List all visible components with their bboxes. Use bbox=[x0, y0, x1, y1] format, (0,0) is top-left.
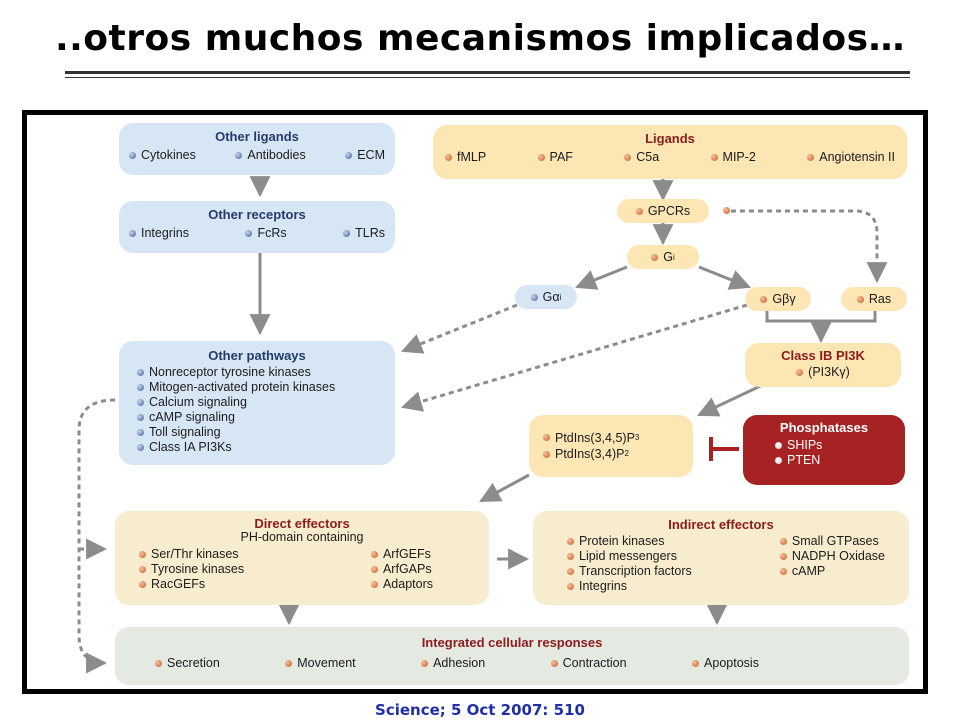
response-item: Contraction bbox=[550, 656, 627, 670]
response-item: Apoptosis bbox=[692, 656, 759, 670]
pathway-diagram: Other ligands Cytokines Antibodies ECM O… bbox=[22, 110, 928, 694]
indirect-effector-item: Transcription factors bbox=[567, 564, 692, 579]
direct-effector-item: Adaptors bbox=[370, 577, 433, 592]
gpcr-ligand-item: fMLP bbox=[445, 150, 486, 164]
pathway-item: Class IA PI3Ks bbox=[137, 440, 395, 455]
dashed-loop-left bbox=[77, 398, 116, 674]
receptor-item: FcRs bbox=[245, 226, 287, 240]
phosphatases-title: Phosphatases bbox=[779, 420, 869, 435]
other-ligands-title: Other ligands bbox=[215, 129, 299, 144]
other-receptors-title: Other receptors bbox=[208, 207, 306, 222]
pathway-item: Toll signaling bbox=[137, 425, 395, 440]
indirect-effector-item: Integrins bbox=[567, 579, 692, 594]
indirect-effector-item: NADPH Oxidase bbox=[779, 549, 885, 564]
bracket-gbg-ras bbox=[765, 311, 877, 323]
diagram-arrows bbox=[77, 176, 888, 674]
class-ib-title: Class IB PI3K bbox=[781, 348, 865, 363]
ligand-item: Cytokines bbox=[129, 148, 196, 162]
direct-effector-item: Ser/Thr kinases bbox=[139, 547, 244, 562]
gpcrs-ras-origin-dot bbox=[723, 207, 730, 214]
dashed-arrow-gpcrs-ras bbox=[731, 209, 888, 284]
direct-effectors-subtitle: PH-domain containing bbox=[240, 530, 364, 544]
other-ligands-box: Other ligands Cytokines Antibodies ECM bbox=[119, 123, 395, 175]
citation: Science; 5 Oct 2007: 510 bbox=[375, 701, 585, 719]
ligands-title: Ligands bbox=[645, 131, 695, 146]
response-item: Adhesion bbox=[421, 656, 485, 670]
gpcr-ligand-item: MIP-2 bbox=[710, 150, 756, 164]
pathway-item: Mitogen-activated protein kinases bbox=[137, 380, 395, 395]
other-receptors-box: Other receptors Integrins FcRs TLRs bbox=[119, 201, 395, 253]
direct-effector-item: RacGEFs bbox=[139, 577, 244, 592]
ras-node: Ras bbox=[841, 287, 907, 311]
indirect-effector-item: Protein kinases bbox=[567, 534, 692, 549]
title-underline-top bbox=[65, 71, 910, 74]
gpcr-ligand-item: Angiotensin II bbox=[807, 150, 895, 164]
other-pathways-box: Other pathways Nonreceptor tyrosine kina… bbox=[119, 341, 395, 465]
integrated-responses-box: Integrated cellular responses Secretion … bbox=[115, 627, 909, 685]
phosphatase-item: SHIPs bbox=[775, 438, 822, 453]
direct-effector-item: ArfGEFs bbox=[370, 547, 433, 562]
pathway-item: Calcium signaling bbox=[137, 395, 395, 410]
indirect-effector-item: Small GTPases bbox=[779, 534, 885, 549]
title-underline-bottom bbox=[65, 77, 910, 78]
response-item: Movement bbox=[285, 656, 356, 670]
ligand-item: ECM bbox=[345, 148, 385, 162]
indirect-effectors-title: Indirect effectors bbox=[668, 517, 774, 532]
phosphatases-box: Phosphatases SHIPs PTEN bbox=[743, 415, 905, 485]
direct-effectors-title: Direct effectors bbox=[254, 516, 350, 531]
ligands-box: Ligands fMLP PAF C5a MIP-2 Angiotensin I… bbox=[433, 125, 907, 179]
slide-title: ..otros muchos mecanismos implicados… bbox=[54, 18, 906, 59]
indirect-effector-item: cAMP bbox=[779, 564, 885, 579]
indirect-effector-item: Lipid messengers bbox=[567, 549, 692, 564]
other-pathways-title: Other pathways bbox=[208, 348, 306, 363]
arrow-gi-gbg bbox=[698, 265, 751, 290]
direct-effector-item: ArfGAPs bbox=[370, 562, 433, 577]
arrow-gi-galpha bbox=[575, 265, 628, 290]
gpcr-ligand-item: PAF bbox=[537, 150, 573, 164]
class-ib-pi3k-box: Class IB PI3K (PI3Kγ) bbox=[745, 343, 901, 387]
pathway-item: cAMP signaling bbox=[137, 410, 395, 425]
pathway-item: Nonreceptor tyrosine kinases bbox=[137, 365, 395, 380]
gpcrs-node: GPCRs bbox=[617, 199, 709, 223]
direct-effector-item: Tyrosine kinases bbox=[139, 562, 244, 577]
integrated-responses-title: Integrated cellular responses bbox=[421, 635, 603, 650]
response-item: Secretion bbox=[155, 656, 220, 670]
pi3k-gamma-item: (PI3Kγ) bbox=[796, 365, 850, 379]
receptor-item: Integrins bbox=[129, 226, 189, 240]
indirect-effectors-box: Indirect effectors Protein kinases Lipid… bbox=[533, 511, 909, 605]
phosphatase-item: PTEN bbox=[775, 453, 820, 468]
arrow-ptdins-direct bbox=[479, 473, 530, 503]
gpcr-ligand-item: C5a bbox=[624, 150, 659, 164]
inhibition-bar bbox=[709, 437, 739, 461]
ligand-item: Antibodies bbox=[235, 148, 306, 162]
gbetagamma-node: Gβγ bbox=[745, 287, 811, 311]
direct-effectors-box: Direct effectors PH-domain containing Se… bbox=[115, 511, 489, 605]
receptor-item: TLRs bbox=[343, 226, 385, 240]
dashed-arrow-galpha-pathways bbox=[401, 303, 518, 354]
dashed-arrow-gbg-pathways bbox=[400, 303, 748, 412]
